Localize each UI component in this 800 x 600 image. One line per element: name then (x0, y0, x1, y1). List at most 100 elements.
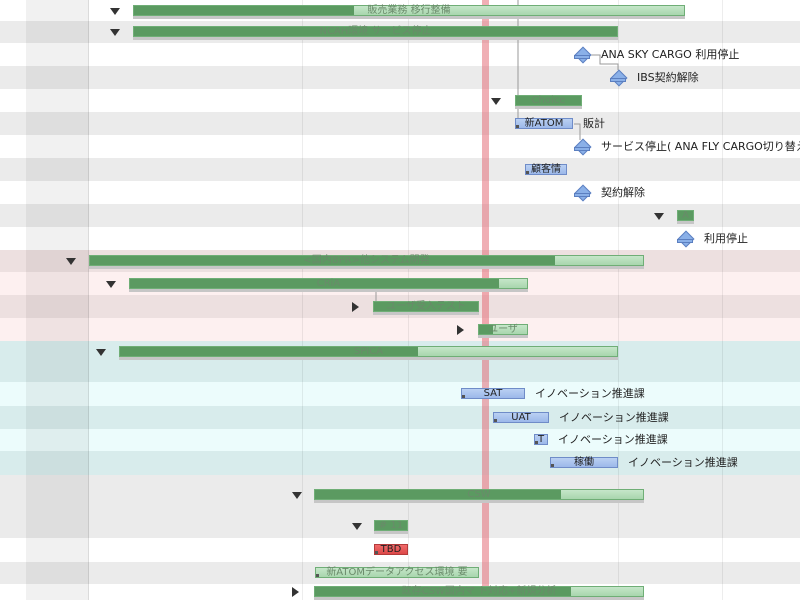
summary-label: A (682, 210, 689, 221)
task-label: 顧客情 (531, 164, 561, 175)
collapse-toggle-icon[interactable] (491, 98, 501, 105)
summary-bar[interactable]: Choice (515, 95, 582, 109)
milestone-marker[interactable] (677, 230, 695, 248)
task-side-label: 販計 (583, 117, 605, 130)
collapse-toggle-icon[interactable] (292, 492, 302, 499)
resize-handle[interactable] (516, 125, 519, 128)
resize-handle[interactable] (462, 395, 465, 398)
task-bar[interactable]: 顧客情 (525, 164, 567, 175)
milestone-marker[interactable] (574, 46, 592, 64)
resize-handle[interactable] (535, 441, 538, 444)
summary-label: <国内BPR>他システム開発 (303, 255, 430, 266)
milestone-bar (610, 78, 626, 82)
gantt-row (0, 382, 800, 406)
progress-fill (479, 325, 494, 334)
expand-toggle-icon[interactable] (352, 302, 359, 312)
summary-bar[interactable]: # 11 (374, 520, 408, 534)
summary-label: ユーザ受入テスト (386, 301, 466, 312)
task-label: TBD (380, 544, 402, 555)
milestone-marker[interactable] (574, 184, 592, 202)
collapse-toggle-icon[interactable] (110, 8, 120, 15)
progress-fill (315, 490, 561, 499)
progress-fill (130, 279, 500, 288)
task-side-label: イノベーション推進課 (559, 411, 669, 424)
task-bar[interactable]: SAT (461, 388, 525, 399)
progress-fill (375, 521, 407, 530)
summary-label: SPICA (353, 346, 384, 357)
milestone-label: 契約解除 (601, 186, 645, 199)
resize-handle[interactable] (316, 574, 319, 577)
progress-fill (678, 211, 693, 220)
progress-fill (374, 302, 478, 311)
task-bar[interactable]: 新ATOM (515, 118, 573, 129)
progress-fill (315, 587, 571, 596)
milestone-bar (574, 147, 590, 151)
summary-label: NCAH環境 サービス停止 (319, 26, 432, 37)
milestone-bar (574, 193, 590, 197)
task-label: 新ATOM (524, 118, 564, 129)
task-label: 新ATOMデータアクセス環境 要 (326, 567, 468, 578)
task-bar[interactable]: 稼働 (550, 457, 618, 468)
milestone-marker[interactable] (610, 69, 628, 87)
expand-toggle-icon[interactable] (457, 325, 464, 335)
task-bar[interactable]: TBD (374, 544, 408, 555)
summary-bar[interactable]: A (677, 210, 694, 224)
task-side-label: イノベーション推進課 (535, 387, 645, 400)
summary-label: CRiA (316, 278, 341, 289)
summary-label: # 11 (378, 520, 404, 531)
milestone-bar (677, 239, 693, 243)
summary-label: 販売業務 移行整備 (367, 5, 451, 16)
gantt-row (0, 363, 800, 382)
milestone-label: ANA SKY CARGO 利用停止 (601, 48, 740, 61)
gantt-row (0, 158, 800, 181)
task-side-label: イノベーション推進課 (558, 433, 668, 446)
resize-handle[interactable] (494, 419, 497, 422)
progress-fill (134, 27, 617, 36)
progress-fill (134, 6, 354, 15)
summary-label: ユーザ (488, 324, 518, 335)
task-label: T (537, 434, 545, 445)
collapse-toggle-icon[interactable] (110, 29, 120, 36)
gantt-row (0, 227, 800, 250)
summary-label: Choice (531, 95, 566, 106)
task-label: 稼働 (574, 457, 594, 468)
gantt-row (0, 181, 800, 204)
collapse-toggle-icon[interactable] (352, 523, 362, 530)
resize-handle[interactable] (551, 464, 554, 467)
milestone-label: IBS契約解除 (637, 71, 699, 84)
progress-fill (516, 96, 581, 105)
summary-bar[interactable]: NCAH環境 サービス停止 (133, 26, 618, 40)
collapse-toggle-icon[interactable] (654, 213, 664, 220)
task-bar[interactable]: 新ATOMデータアクセス環境 要 (315, 567, 479, 578)
task-bar[interactable]: UAT (493, 412, 549, 423)
resize-handle[interactable] (526, 171, 529, 174)
gantt-row (0, 66, 800, 89)
resize-handle[interactable] (375, 551, 378, 554)
milestone-marker[interactable] (574, 138, 592, 156)
summary-bar[interactable]: SPICA (119, 346, 618, 360)
summary-bar[interactable]: ユーザ受入テスト (373, 301, 479, 315)
collapse-toggle-icon[interactable] (66, 258, 76, 265)
task-label: SAT (483, 388, 503, 399)
gantt-row (0, 406, 800, 429)
progress-fill (90, 256, 555, 265)
milestone-label: 利用停止 (704, 232, 748, 245)
summary-bar[interactable]: ユーザ (478, 324, 528, 338)
summary-bar[interactable]: <国内BPR>他システム開発 (89, 255, 644, 269)
expand-toggle-icon[interactable] (292, 587, 299, 597)
summary-bar[interactable]: 既存CSW国内マ ト対応+新規分析 (314, 586, 644, 600)
summary-bar[interactable]: CRiA (129, 278, 528, 292)
gantt-row (0, 204, 800, 227)
milestone-label: サービス停止( ANA FLY CARGO切り替え (601, 140, 800, 153)
summary-label: 既存CSW国内マ ト対応+新規分析 (401, 586, 557, 597)
task-bar[interactable]: T (534, 434, 548, 445)
gantt-row (0, 429, 800, 451)
collapse-toggle-icon[interactable] (106, 281, 116, 288)
gantt-row (0, 135, 800, 158)
gantt-row (0, 89, 800, 112)
gantt-row (0, 112, 800, 135)
collapse-toggle-icon[interactable] (96, 349, 106, 356)
summary-bar[interactable]: 販売業務 移行整備 (133, 5, 685, 19)
summary-bar[interactable]: CSW (314, 489, 644, 503)
